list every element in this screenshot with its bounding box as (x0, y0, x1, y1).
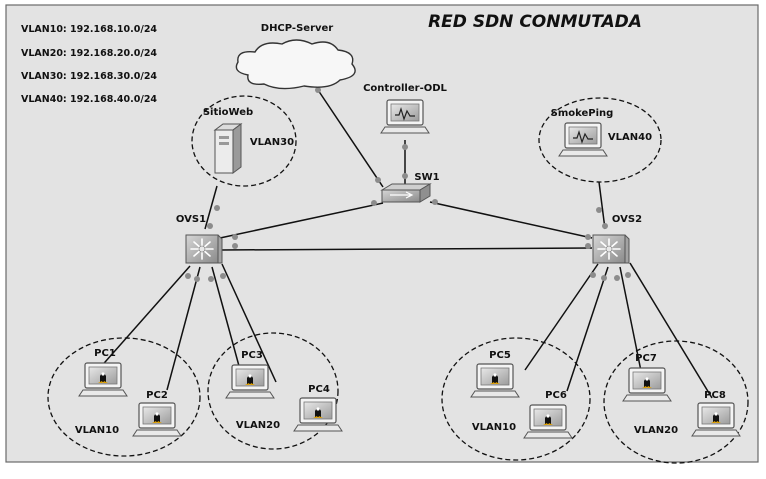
pc3-icon[interactable] (225, 364, 275, 399)
vlan-legend-item: VLAN10: 192.168.10.0/24 (21, 24, 157, 35)
server-icon[interactable] (213, 123, 243, 174)
sw1-label: SW1 (414, 172, 439, 183)
ovs1-switch-icon (185, 234, 223, 264)
sw1-switch[interactable]: SW1 (380, 172, 440, 203)
links (97, 89, 713, 399)
port-markers (185, 87, 631, 282)
switch-arrows-icon (390, 191, 414, 199)
link-ovs2-pc6 (566, 266, 609, 392)
pc3-label: PC3 (241, 350, 263, 361)
pc1-icon[interactable] (78, 362, 128, 397)
ovs1-switch[interactable]: OVS1 (176, 214, 223, 264)
pc8-label: PC8 (704, 390, 726, 401)
pc5-label: PC5 (489, 350, 511, 361)
link-ovs2-pc7 (619, 266, 642, 372)
controller-monitor-icon (380, 99, 430, 134)
pc6-label: PC6 (545, 390, 567, 401)
ovs2-switch[interactable]: OVS2 (592, 214, 642, 264)
link-ovs2-pc8 (629, 262, 713, 399)
smokeping-vlan-label: VLAN40 (608, 132, 652, 143)
pc7-icon[interactable] (622, 367, 672, 402)
vlan-legend-item: VLAN40: 192.168.40.0/24 (21, 94, 157, 105)
vlan-legend: VLAN10: 192.168.10.0/24 VLAN20: 192.168.… (21, 24, 157, 105)
link-ovs1-pc2 (166, 266, 201, 391)
pc7-label: PC7 (635, 353, 657, 364)
link-ovs1-pc1 (97, 265, 191, 371)
pc4-icon[interactable] (293, 397, 343, 432)
vlan10-group-left: PC1 PC2 VLAN10 (47, 337, 201, 457)
smokeping-label: SmokePing (551, 108, 614, 119)
pc8-icon[interactable] (691, 402, 741, 437)
link-smoke-ovs2 (598, 181, 606, 230)
dhcp-server-cloud[interactable]: DHCP-Server (235, 23, 356, 90)
dhcp-server-label: DHCP-Server (261, 23, 334, 34)
vlan-legend-item: VLAN30: 192.168.30.0/24 (21, 71, 157, 82)
sitioweb-group: SitioWeb VLAN30 (191, 95, 297, 187)
diagram-title: RED SDN CONMUTADA (428, 12, 642, 32)
ovs1-label: OVS1 (176, 214, 206, 225)
pc5-icon[interactable] (470, 363, 520, 398)
group1-vlan-label: VLAN10 (75, 425, 119, 436)
link-ovs1-pc4 (221, 263, 277, 383)
controller-label: Controller-ODL (363, 83, 447, 94)
pc2-label: PC2 (146, 390, 168, 401)
group3-vlan-label: VLAN10 (472, 422, 516, 433)
ovs2-label: OVS2 (612, 214, 642, 225)
controller-odl-node[interactable]: Controller-ODL (363, 83, 448, 134)
vlan10-group-right: PC5 PC6 VLAN10 (441, 337, 591, 461)
pc2-icon[interactable] (132, 402, 182, 437)
link-ovs1-pc3 (211, 266, 243, 378)
vlan-legend-item: VLAN20: 192.168.20.0/24 (21, 48, 157, 59)
pc6-icon[interactable] (523, 404, 573, 439)
link-sw1-ovs1 (219, 202, 384, 239)
pc1-label: PC1 (94, 348, 116, 359)
smokeping-group: SmokePing VLAN40 (538, 97, 662, 183)
link-sw1-ovs2 (429, 201, 593, 239)
vlan20-group-right: PC7 PC8 VLAN20 (603, 340, 749, 464)
smokeping-monitor-icon[interactable] (558, 122, 608, 157)
sitioweb-vlan-label: VLAN30 (250, 137, 294, 148)
vlan20-group-left: PC3 PC4 VLAN20 (207, 332, 343, 450)
group4-vlan-label: VLAN20 (634, 425, 678, 436)
link-ovs2-pc5 (524, 263, 599, 371)
link-web-ovs1 (204, 185, 218, 230)
pc4-label: PC4 (308, 384, 330, 395)
link-ovs1-ovs2 (219, 247, 593, 251)
group2-vlan-label: VLAN20 (236, 420, 280, 431)
link-dhcp-sw1 (317, 89, 384, 188)
ovs2-switch-icon (592, 234, 630, 264)
sitioweb-label: SitioWeb (203, 107, 253, 118)
